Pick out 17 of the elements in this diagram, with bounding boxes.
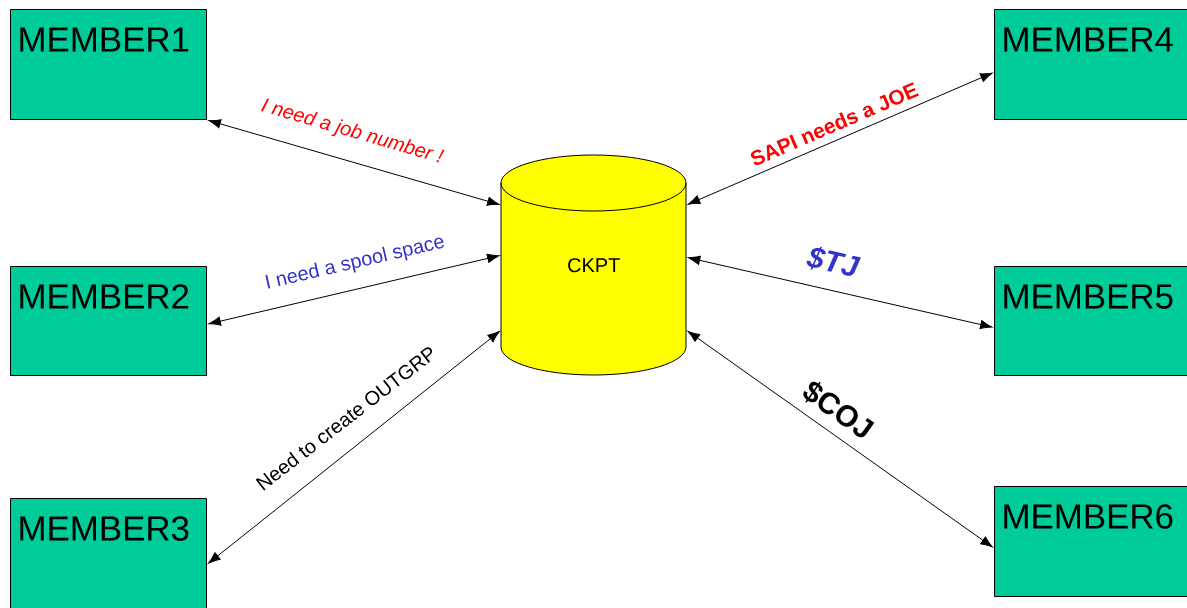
arrow	[208, 119, 500, 206]
member-box: MEMBER6	[994, 486, 1187, 597]
arrow	[687, 330, 993, 548]
member-box: MEMBER2	[10, 266, 207, 376]
edge-label: $TJ	[806, 246, 861, 276]
member-box: MEMBER1	[10, 9, 207, 120]
database-cylinder: CKPT	[500, 154, 687, 376]
arrow	[687, 72, 993, 205]
member-box: MEMBER5	[994, 266, 1187, 376]
arrow	[208, 253, 500, 326]
edge-label: SAPI needs a JOE	[750, 82, 919, 165]
member-box: MEMBER3	[10, 498, 207, 608]
arrow	[208, 331, 500, 564]
edge-label: I need a job number !	[260, 98, 445, 163]
arrow	[688, 255, 993, 330]
member-box: MEMBER4	[994, 9, 1187, 120]
edge-label: I need a spool space	[265, 237, 444, 289]
